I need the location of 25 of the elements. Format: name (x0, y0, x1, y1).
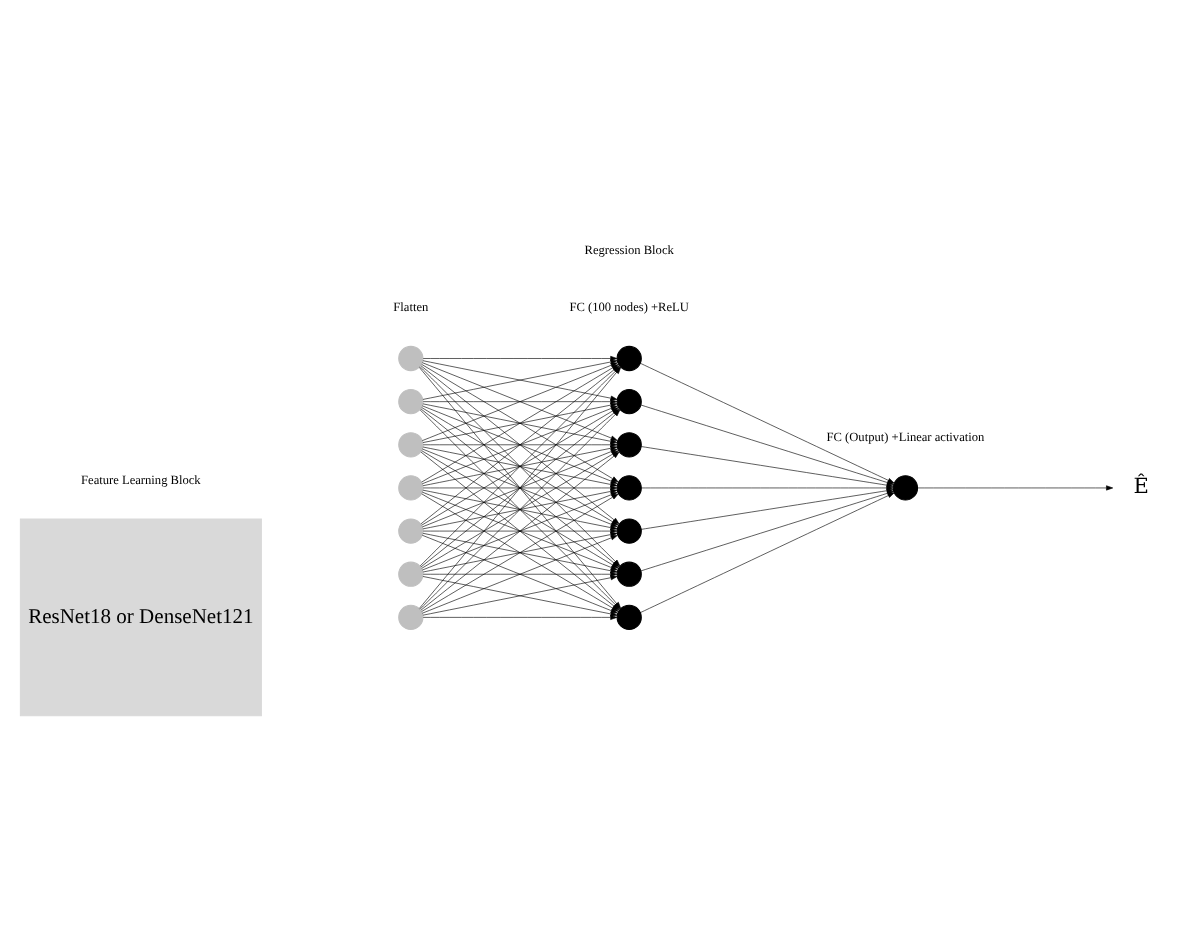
node-circle (616, 474, 642, 500)
arrow (917, 484, 1114, 490)
node-circle (398, 474, 424, 500)
node-circle (398, 560, 424, 586)
arrow (422, 570, 618, 576)
node-circle (398, 344, 424, 371)
node-circle (398, 603, 424, 629)
node-box: ResNet18 or DenseNet121 (19, 517, 262, 716)
node-circle (616, 560, 642, 586)
node-circle (616, 517, 642, 543)
node-circle (616, 603, 642, 629)
node-circle (616, 431, 642, 457)
arrow (422, 441, 618, 447)
arrow (422, 354, 618, 361)
arrow (422, 398, 618, 404)
node-circle (398, 517, 424, 543)
arrow (422, 527, 618, 533)
arrow (422, 613, 618, 619)
node-text: Ê (1133, 474, 1149, 499)
node-circle (892, 474, 919, 500)
node-circle (398, 388, 424, 414)
arrow (422, 484, 618, 490)
node-circle (616, 388, 642, 414)
arrow (641, 484, 894, 490)
node-circle (398, 431, 424, 457)
